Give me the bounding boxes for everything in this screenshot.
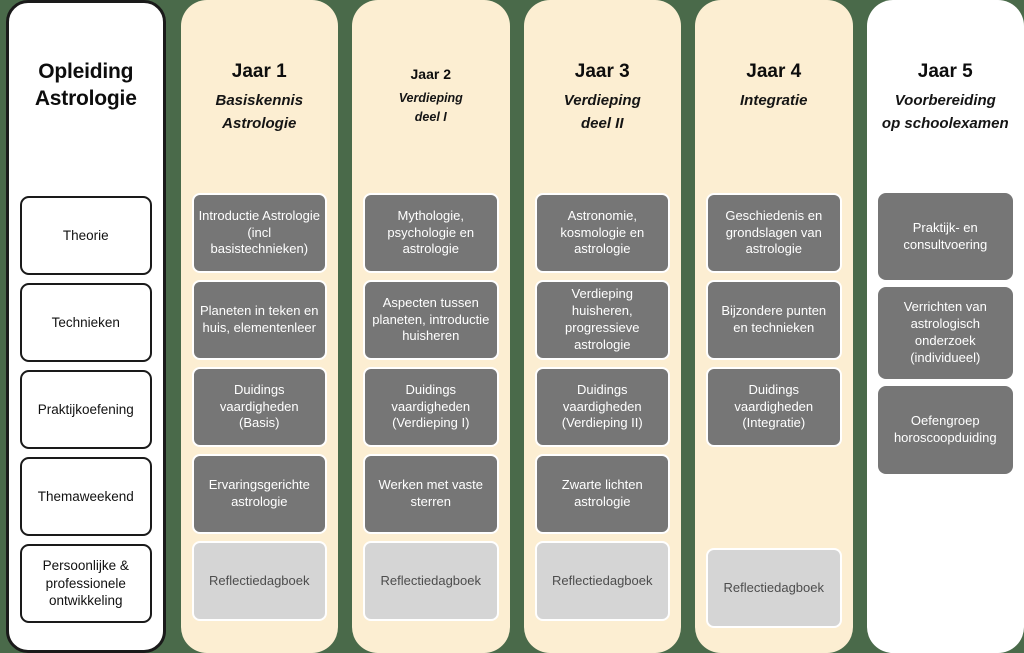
course-card[interactable]: Introductie Astrologie (incl basistechni… [191, 193, 328, 273]
year-4-title: Jaar 4 [746, 61, 802, 82]
year-1-header: Jaar 1 Basiskennis Astrologie [181, 60, 339, 135]
year-1-subtitle-line1: Basiskennis [215, 91, 304, 109]
overview-item-praktijkoefening[interactable]: Praktijkoefening [20, 370, 152, 449]
course-card[interactable]: Oefengroep horoscoopduiding [877, 386, 1014, 474]
year-5-subtitle-line1: Voorbereiding [894, 91, 996, 109]
year-5-header: Jaar 5 Voorbereiding op schoolexamen [867, 60, 1024, 135]
year-3-title: Jaar 3 [574, 61, 630, 82]
overview-item-ontwikkeling[interactable]: Persoonlijke & professionele ontwikkelin… [20, 544, 152, 623]
reflection-journal-card[interactable]: Reflectiedagboek [706, 548, 842, 628]
year-3-subtitle-line2: deel II [581, 115, 624, 132]
year-5-subtitle-line2: op schoolexamen [881, 115, 1009, 132]
card-spacer [706, 454, 842, 541]
year-column-1: Jaar 1 Basiskennis Astrologie Introducti… [180, 0, 339, 653]
year-3-header: Jaar 3 Verdieping deel II [524, 60, 682, 135]
page-title: Opleiding Astrologie [9, 59, 163, 113]
year-2-subtitle-line1: Verdieping [398, 90, 463, 105]
year-1-title: Jaar 1 [231, 61, 287, 82]
year-2-card-list: Mythologie, psychologie en astrologie As… [363, 193, 499, 621]
year-column-5: Jaar 5 Voorbereiding op schoolexamen Pra… [866, 0, 1024, 653]
course-card[interactable]: Zwarte lichten astrologie [534, 454, 671, 534]
overview-item-theorie[interactable]: Theorie [20, 196, 152, 275]
year-4-card-list: Geschiedenis en grondslagen van astrolog… [706, 193, 842, 628]
course-card[interactable]: Geschiedenis en grondslagen van astrolog… [706, 193, 842, 273]
overview-item-themaweekend[interactable]: Themaweekend [20, 457, 152, 536]
year-1-subtitle: Basiskennis Astrologie [187, 89, 333, 136]
year-column-4: Jaar 4 Integratie Geschiedenis en gronds… [695, 0, 853, 653]
year-5-card-list: Praktijk- en consultvoering Verrichten v… [877, 193, 1014, 474]
column-divider [510, 0, 524, 653]
reflection-journal-card[interactable]: Reflectiedagboek [363, 541, 499, 621]
overview-column: Opleiding Astrologie Theorie Technieken … [6, 0, 166, 653]
course-card[interactable]: Astronomie, kosmologie en astrologie [534, 193, 671, 273]
overview-item-technieken[interactable]: Technieken [20, 283, 152, 362]
year-2-title: Jaar 2 [410, 66, 451, 82]
course-card[interactable]: Werken met vaste sterren [363, 454, 499, 534]
year-1-card-list: Introductie Astrologie (incl basistechni… [191, 193, 328, 621]
course-card[interactable]: Praktijk- en consultvoering [877, 193, 1014, 280]
year-3-subtitle-line1: Verdieping [563, 91, 641, 109]
year-4-subtitle: Integratie [701, 89, 847, 112]
year-1-subtitle-line2: Astrologie [222, 115, 297, 132]
course-card[interactable]: Mythologie, psychologie en astrologie [363, 193, 499, 273]
page-title-line1: Opleiding [38, 60, 134, 83]
year-column-2: Jaar 2 Verdieping deel I Mythologie, psy… [352, 0, 510, 653]
year-3-card-list: Astronomie, kosmologie en astrologie Ver… [534, 193, 671, 621]
column-divider [338, 0, 352, 653]
year-5-title: Jaar 5 [917, 61, 973, 82]
course-card[interactable]: Planeten in teken en huis, elementenleer [191, 280, 328, 360]
year-2-subtitle-line2: deel I [414, 109, 447, 124]
reflection-journal-card[interactable]: Reflectiedagboek [534, 541, 671, 621]
course-card[interactable]: Verdieping huisheren, progressieve astro… [534, 280, 671, 360]
course-card[interactable]: Duidings vaardigheden (Integratie) [706, 367, 842, 447]
course-card[interactable]: Duidings vaardigheden (Verdieping I) [363, 367, 499, 447]
year-3-subtitle: Verdieping deel II [530, 89, 676, 136]
overview-category-list: Theorie Technieken Praktijkoefening Them… [20, 196, 152, 623]
reflection-journal-card[interactable]: Reflectiedagboek [191, 541, 328, 621]
course-card[interactable]: Duidings vaardigheden (Basis) [191, 367, 328, 447]
column-divider [166, 0, 181, 653]
year-column-3: Jaar 3 Verdieping deel II Astronomie, ko… [523, 0, 682, 653]
year-2-header: Jaar 2 Verdieping deel I [352, 66, 510, 127]
course-card[interactable]: Aspecten tussen planeten, introductie hu… [363, 280, 499, 360]
page-title-line2: Astrologie [34, 86, 137, 110]
course-card[interactable]: Bijzondere punten en technieken [706, 280, 842, 360]
year-4-header: Jaar 4 Integratie [695, 60, 853, 112]
course-card[interactable]: Duidings vaardigheden (Verdieping II) [534, 367, 671, 447]
year-4-subtitle-line1: Integratie [740, 91, 808, 109]
column-divider [681, 0, 695, 653]
course-card[interactable]: Ervaringsgerichte astrologie [191, 454, 328, 534]
course-card[interactable]: Verrichten van astrologisch onderzoek (i… [877, 287, 1014, 379]
column-divider [853, 0, 867, 653]
year-5-subtitle: Voorbereiding op schoolexamen [873, 89, 1019, 136]
year-2-subtitle: Verdieping deel I [358, 89, 504, 128]
